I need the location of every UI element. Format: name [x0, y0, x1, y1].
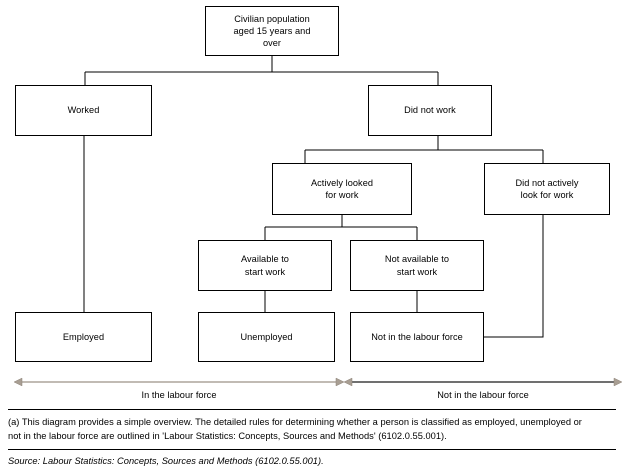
node-available-to-start-work[interactable]: Available to start work — [198, 240, 332, 291]
node-worked[interactable]: Worked — [15, 85, 152, 136]
source-note: Source: Labour Statistics: Concepts, Sou… — [8, 456, 324, 466]
connector-lines — [83, 56, 544, 338]
node-did-not-actively-look-for-work[interactable]: Did not actively look for work — [484, 163, 610, 215]
node-did-not-work[interactable]: Did not work — [368, 85, 492, 136]
node-actively-looked-for-work-label: Actively looked for work — [310, 177, 374, 200]
node-did-not-actively-look-for-work-label: Did not actively look for work — [515, 177, 579, 200]
node-civilian-population[interactable]: Civilian population aged 15 years and ov… — [205, 6, 339, 56]
node-not-in-the-labour-force-label: Not in the labour force — [371, 331, 463, 342]
node-civilian-population-label: Civilian population aged 15 years and ov… — [233, 13, 311, 49]
node-not-in-the-labour-force[interactable]: Not in the labour force — [350, 312, 484, 362]
node-employed-label: Employed — [62, 331, 105, 342]
bracket-label-in-the-labour-force-text: In the labour force — [141, 390, 217, 400]
bracket-label-not-in-the-labour-force-text: Not in the labour force — [437, 390, 529, 400]
node-unemployed-label: Unemployed — [240, 331, 293, 342]
flowchart-canvas: Civilian population aged 15 years and ov… — [0, 0, 624, 400]
bracket-label-not-in-the-labour-force: Not in the labour force — [352, 390, 614, 400]
node-worked-label: Worked — [67, 105, 100, 116]
footnote-block: (a) This diagram provides a simple overv… — [8, 416, 616, 443]
node-unemployed[interactable]: Unemployed — [198, 312, 335, 362]
node-did-not-work-label: Did not work — [404, 105, 456, 116]
divider-above-footnote — [8, 409, 616, 410]
bracket-label-in-the-labour-force: In the labour force — [22, 390, 336, 400]
divider-above-source — [8, 449, 616, 450]
connector-didnotactively-to-nilf — [484, 215, 544, 338]
node-not-available-to-start-work-label: Not available to start work — [384, 254, 450, 277]
footnote-line-2: not in the labour force are outlined in … — [8, 430, 447, 441]
node-employed[interactable]: Employed — [15, 312, 152, 362]
node-available-to-start-work-label: Available to start work — [241, 254, 289, 277]
bracket-arrows — [0, 0, 624, 400]
footnote-line-1: (a) This diagram provides a simple overv… — [8, 417, 582, 427]
node-not-available-to-start-work[interactable]: Not available to start work — [350, 240, 484, 291]
node-actively-looked-for-work[interactable]: Actively looked for work — [272, 163, 412, 215]
